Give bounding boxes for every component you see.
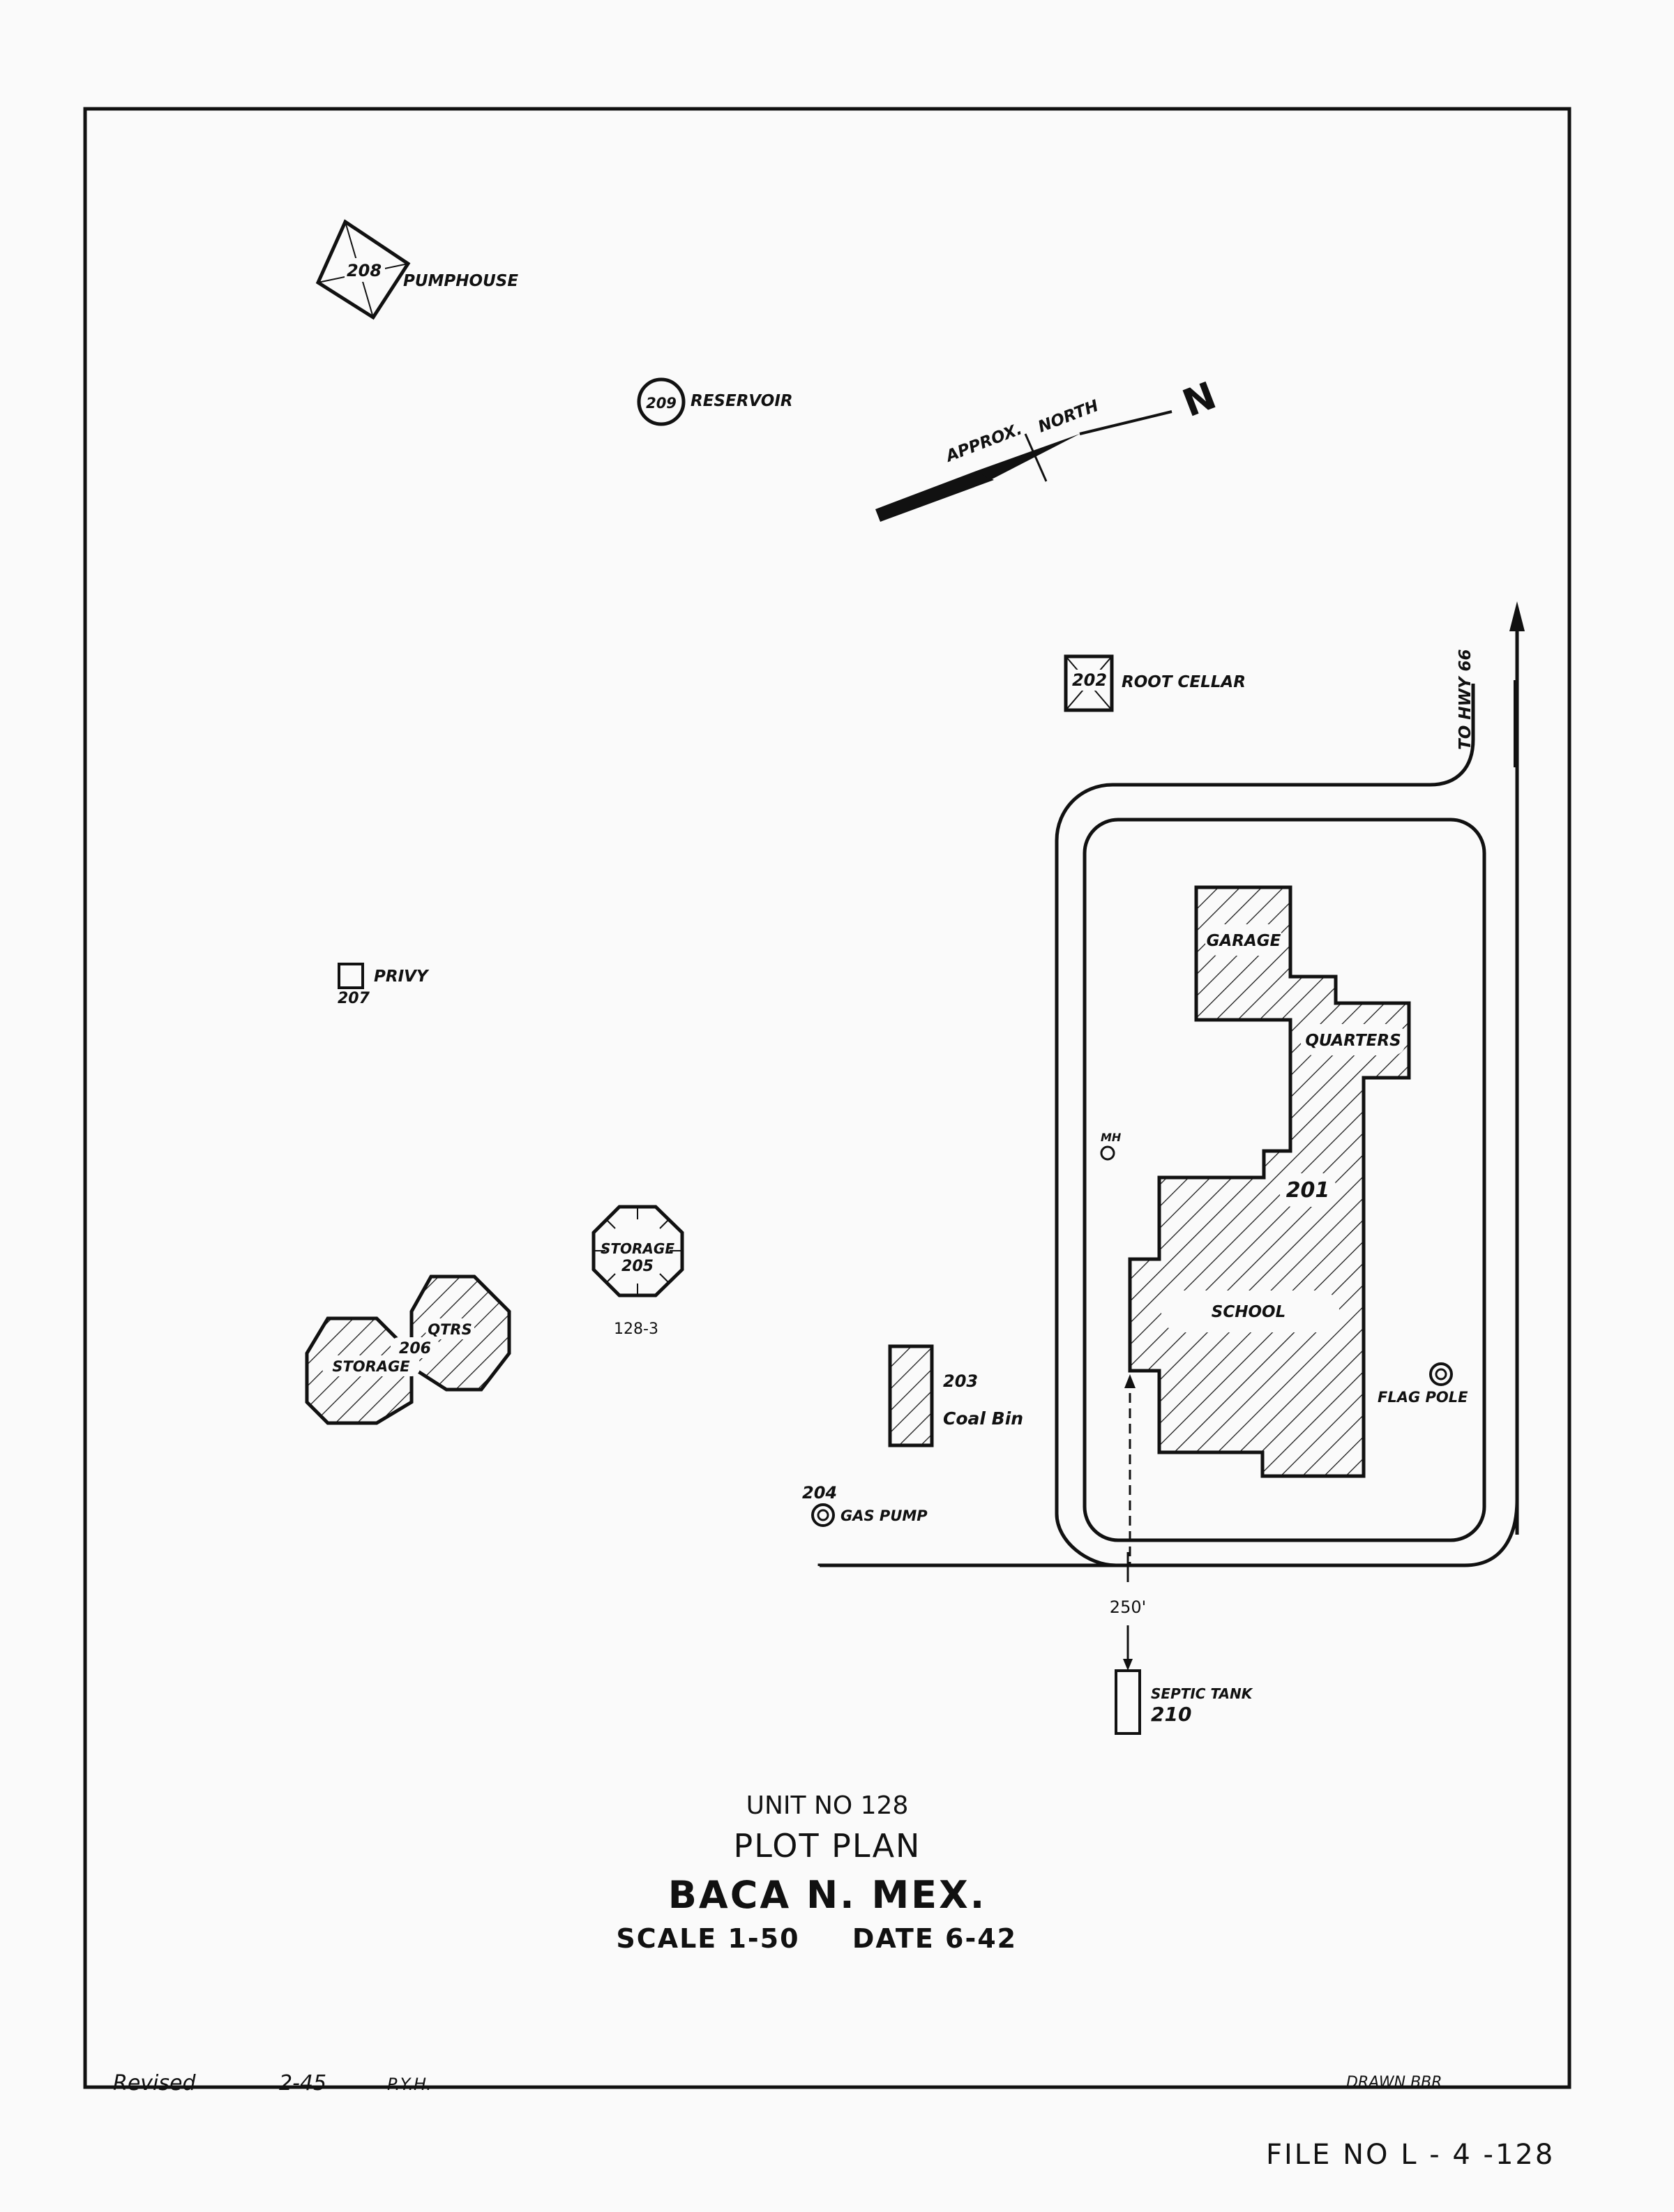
gas-pump-204: 204 GAS PUMP (802, 1483, 928, 1527)
dimension-250: 250' (1110, 1552, 1146, 1671)
septic-tank-210: SEPTIC TANK 210 (1115, 1669, 1253, 1735)
school-201: GARAGE QUARTERS 201 SCHOOL (1128, 885, 1411, 1478)
storage-206-label: STORAGE (332, 1358, 410, 1375)
pumphouse-208: 208 PUMPHOUSE (315, 219, 518, 320)
reservoir-209: 209 RESERVOIR (637, 377, 793, 426)
quarters-label: QUARTERS (1305, 1032, 1401, 1050)
qtrs-number: 206 (399, 1340, 431, 1357)
title-block: UNIT NO 128 PLOT PLAN BACA N. MEX. SCALE… (616, 1791, 1017, 1954)
qtrs-storage-206: QTRS 206 STORAGE (305, 1274, 511, 1425)
root-cellar-label: ROOT CELLAR (1122, 673, 1246, 691)
privy-label: PRIVY (374, 968, 430, 986)
revised-label: Revised (113, 2071, 196, 2096)
place-name: BACA N. MEX. (668, 1873, 986, 1917)
date-text: DATE 6-42 (852, 1923, 1017, 1954)
entrance-walk (1124, 1374, 1136, 1565)
storage-205-number: 205 (621, 1258, 654, 1275)
pumphouse-number: 208 (347, 261, 382, 280)
north-arrow: APPROX. NORTH N (875, 373, 1224, 522)
driveway (817, 684, 1519, 1567)
septic-tank-label: SEPTIC TANK (1151, 1685, 1253, 1702)
unit-number: UNIT NO 128 (746, 1791, 909, 1820)
storage-205-label: STORAGE (601, 1240, 674, 1257)
flag-pole: FLAG POLE (1378, 1362, 1468, 1406)
scale-text: SCALE 1-50 (616, 1923, 799, 1954)
revised-date: 2-45 (279, 2071, 326, 2096)
septic-tank-number: 210 (1151, 1703, 1191, 1726)
qtrs-label: QTRS (428, 1321, 472, 1338)
compass-letter-n: N (1177, 373, 1224, 426)
reservoir-label: RESERVOIR (691, 392, 793, 410)
gas-pump-number: 204 (802, 1483, 837, 1503)
coal-bin-203: 203 Coal Bin (888, 1344, 1023, 1447)
coal-bin-number: 203 (943, 1371, 978, 1391)
root-cellar-number: 202 (1072, 670, 1107, 690)
drawing-border (83, 107, 1571, 2089)
manhole-label: MH (1101, 1131, 1122, 1144)
storage-205-ref: 128-3 (614, 1321, 658, 1338)
revised-by: P.Y.H. (387, 2075, 432, 2094)
gas-pump-label: GAS PUMP (840, 1507, 928, 1524)
garage-label: GARAGE (1207, 932, 1281, 950)
privy-207: PRIVY 207 (338, 963, 430, 1007)
manhole: MH (1100, 1131, 1122, 1161)
school-label: SCHOOL (1212, 1303, 1285, 1321)
dimension-value: 250' (1110, 1597, 1146, 1617)
storage-205: STORAGE 205 128-3 (591, 1205, 684, 1338)
pumphouse-label: PUMPHOUSE (403, 272, 518, 290)
plan-title: PLOT PLAN (734, 1827, 921, 1865)
coal-bin-label: Coal Bin (943, 1408, 1023, 1429)
revision-line: Revised 2-45 P.Y.H. DRAWN BBR (113, 2071, 1442, 2096)
drawn-by: DRAWN BBR (1346, 2074, 1442, 2091)
privy-number: 207 (338, 990, 370, 1007)
school-number: 201 (1286, 1178, 1330, 1203)
root-cellar-202: 202 ROOT CELLAR (1064, 654, 1246, 712)
file-number: FILE NO L - 4 -128 (1266, 2139, 1555, 2171)
flag-pole-label: FLAG POLE (1378, 1389, 1468, 1406)
reservoir-number: 209 (646, 395, 677, 412)
